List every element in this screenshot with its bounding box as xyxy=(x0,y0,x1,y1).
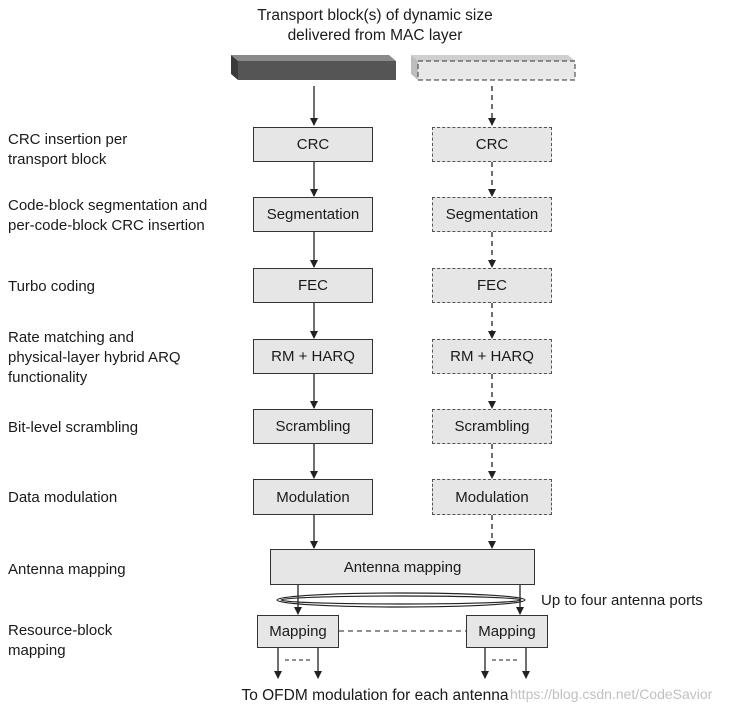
scrambling-box-optional: Scrambling xyxy=(432,409,552,444)
fec-box-optional: FEC xyxy=(432,268,552,303)
label-rate-matching: Rate matching and physical-layer hybrid … xyxy=(8,329,181,386)
label-turbo-coding: Turbo coding xyxy=(8,278,95,295)
label-bit-level-scrambling: Bit-level scrambling xyxy=(8,419,139,436)
antenna-ports-label: Up to four antenna ports xyxy=(541,592,703,609)
modulation-box-optional: Modulation xyxy=(432,479,552,515)
diagram-title: Transport block(s) of dynamic size deliv… xyxy=(0,6,750,46)
mapping-box-right: Mapping xyxy=(466,615,548,648)
antenna-ports-ellipse xyxy=(276,592,526,608)
title-line-2: delivered from MAC layer xyxy=(287,27,463,44)
modulation-box: Modulation xyxy=(253,479,373,515)
label-code-block-segmentation: Code-block segmentation and per-code-blo… xyxy=(8,197,208,234)
label-data-modulation: Data modulation xyxy=(8,489,118,506)
mapping-box-left: Mapping xyxy=(257,615,339,648)
antenna-mapping-box: Antenna mapping xyxy=(270,549,535,585)
segmentation-box: Segmentation xyxy=(253,197,373,232)
rm-harq-box: RM + HARQ xyxy=(253,339,373,374)
segmentation-box-optional: Segmentation xyxy=(432,197,552,232)
bottom-caption: To OFDM modulation for each antenna xyxy=(241,687,509,704)
fec-box: FEC xyxy=(253,268,373,303)
crc-box: CRC xyxy=(253,127,373,162)
watermark: https://blog.csdn.net/CodeSavior xyxy=(510,686,713,702)
label-crc-insertion: CRC insertion per transport block xyxy=(8,131,128,168)
label-resource-block-mapping: Resource-block mapping xyxy=(8,622,113,659)
scrambling-box: Scrambling xyxy=(253,409,373,444)
label-antenna-mapping: Antenna mapping xyxy=(8,561,126,578)
transport-block-dashed xyxy=(411,55,576,81)
title-line-1: Transport block(s) of dynamic size xyxy=(257,7,493,24)
crc-box-optional: CRC xyxy=(432,127,552,162)
rm-harq-box-optional: RM + HARQ xyxy=(432,339,552,374)
transport-block-solid xyxy=(231,55,396,80)
